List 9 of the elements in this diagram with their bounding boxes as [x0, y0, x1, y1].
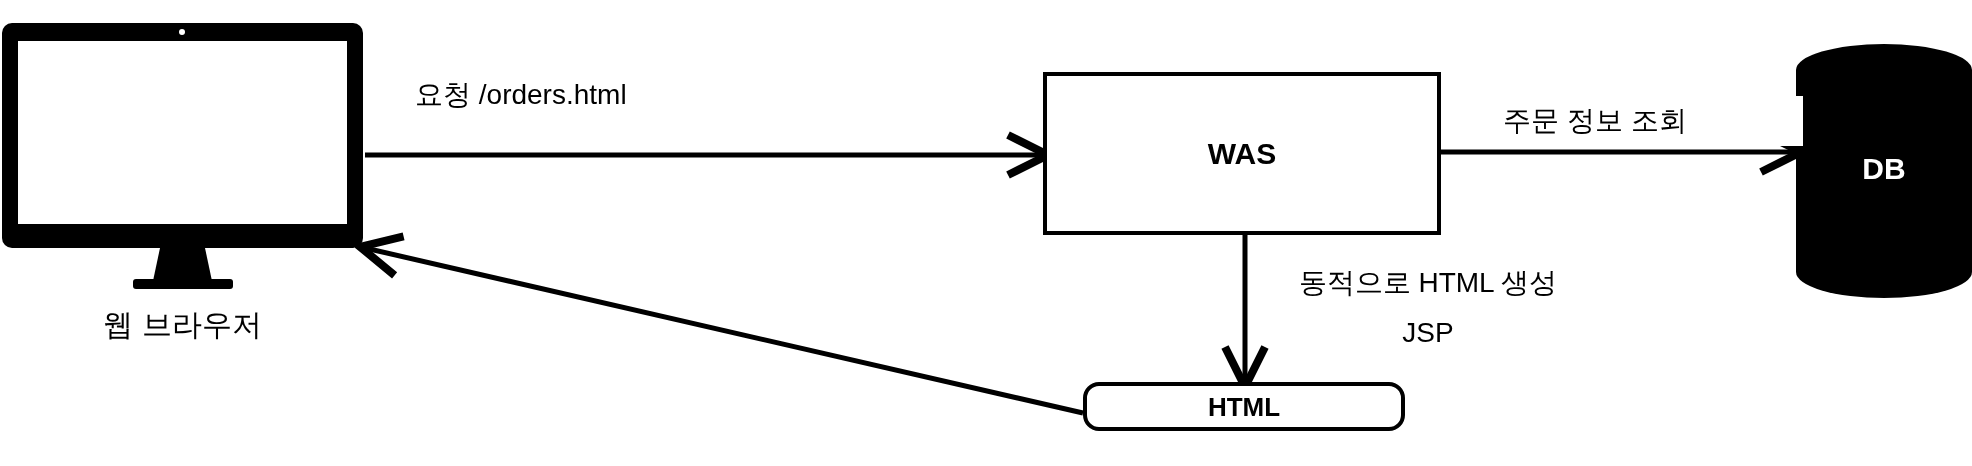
node-label: HTML: [1206, 391, 1282, 422]
node-label: DB: [1861, 152, 1907, 186]
process-box: [1043, 72, 1441, 235]
database-cylinder: [1796, 44, 1972, 298]
arrow: [356, 232, 1084, 416]
edge-label: 주문 정보 조회: [1503, 96, 1803, 146]
node-label: WAS: [1206, 136, 1278, 171]
rounded-box: [1083, 382, 1405, 431]
node-label: 웹 브라우저: [102, 307, 263, 343]
